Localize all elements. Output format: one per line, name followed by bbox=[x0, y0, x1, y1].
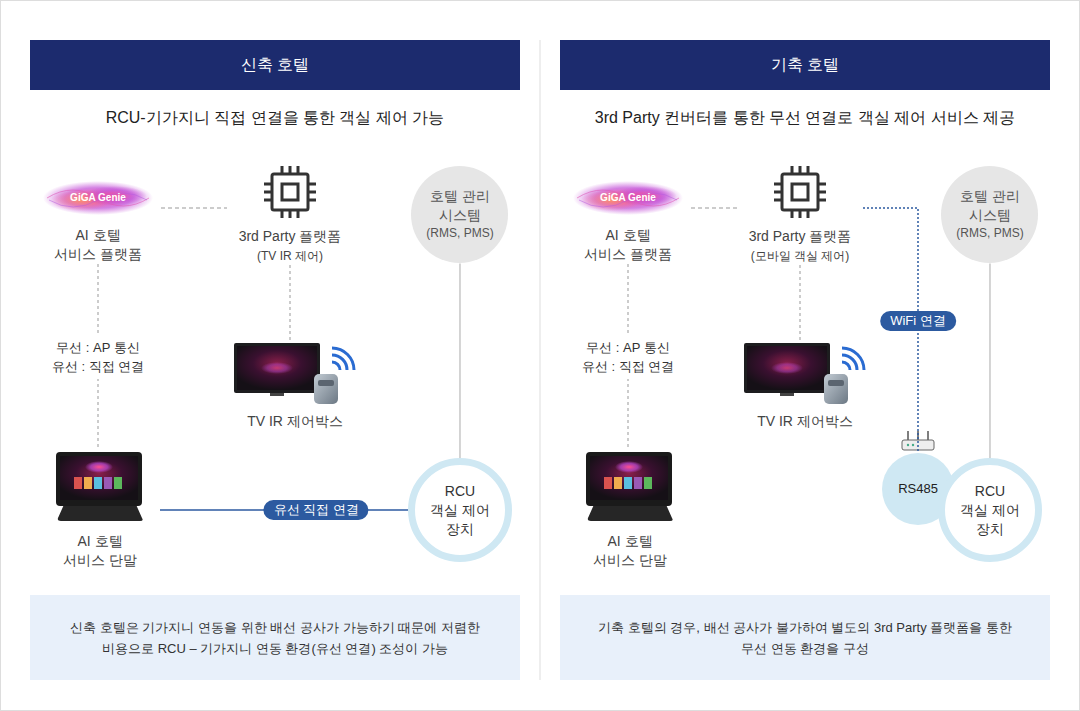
circle-shape bbox=[411, 166, 508, 263]
node-title: AI 호텔 서비스 플랫폼 bbox=[583, 226, 673, 264]
rcu-circle: RCU 객실 제어 장치 bbox=[938, 458, 1042, 562]
node-title: 호텔 관리 시스템 bbox=[955, 187, 1025, 225]
node-title: 호텔 관리 시스템 bbox=[425, 187, 495, 225]
system-circle: 호텔 관리 시스템(RMS, PMS) bbox=[411, 166, 508, 263]
circle-shape bbox=[941, 166, 1038, 263]
node-subtitle: (RMS, PMS) bbox=[426, 225, 493, 242]
tablet-picture bbox=[586, 452, 673, 521]
node-title: RS485 bbox=[898, 480, 938, 498]
node-text: 신축 호텔은 기가지니 연동을 위한 배선 공사가 가능하기 때문에 저렴한 비… bbox=[64, 617, 486, 659]
circle-shape bbox=[942, 462, 1039, 559]
node-title: RCU 객실 제어 장치 bbox=[429, 482, 490, 539]
device-node: AI 호텔 서비스 단말 bbox=[40, 450, 160, 570]
node-title: TV IR 제어박스 bbox=[722, 412, 888, 431]
system-circle: 호텔 관리 시스템(RMS, PMS) bbox=[941, 166, 1038, 263]
panel-subtitle: RCU-기가지니 직접 연결을 통한 객실 제어 가능 bbox=[30, 107, 520, 129]
tablet-picture bbox=[56, 452, 143, 521]
node-text: 신축 호텔 bbox=[241, 55, 309, 76]
platform-node: GiGA Genie AI 호텔 서비스 플랫폼 bbox=[35, 178, 161, 264]
node-title: 3rd Party 플랫폼 bbox=[737, 227, 863, 246]
connector bbox=[161, 208, 227, 209]
connector bbox=[989, 264, 990, 459]
platform-node: 3rd Party 플랫폼 (모바일 객실 제어) bbox=[737, 165, 863, 265]
platform-node: 3rd Party 플랫폼 (TV IR 제어) bbox=[227, 165, 353, 265]
node-text: 기축 호텔의 경우, 배선 공사가 불가하여 별도의 3rd Party 플랫폼… bbox=[594, 617, 1016, 659]
logo-text: GiGA Genie bbox=[35, 178, 161, 218]
connector bbox=[459, 264, 460, 459]
node-subtitle: (TV IR 제어) bbox=[227, 248, 353, 265]
rcu-circle: RCU 객실 제어 장치 bbox=[408, 458, 512, 562]
header-band: 기축 호텔 bbox=[560, 40, 1050, 90]
node-title: AI 호텔 서비스 플랫폼 bbox=[53, 226, 143, 264]
node-text: 기축 호텔 bbox=[771, 55, 839, 76]
node-title: 3rd Party 플랫폼 bbox=[227, 227, 353, 246]
platform-node: GiGA Genie AI 호텔 서비스 플랫폼 bbox=[565, 178, 691, 264]
tv-ir-box-picture bbox=[234, 343, 354, 404]
header-band: 신축 호텔 bbox=[30, 40, 520, 90]
caption-box: 기축 호텔의 경우, 배선 공사가 불가하여 별도의 3rd Party 플랫폼… bbox=[560, 595, 1050, 680]
chip-icon bbox=[774, 166, 826, 218]
node-title: AI 호텔 서비스 단말 bbox=[591, 532, 669, 570]
connector-label: 무선 : AP 통신 유선 : 직접 연결 bbox=[580, 335, 676, 379]
node-title: RCU 객실 제어 장치 bbox=[959, 482, 1020, 539]
device-node: TV IR 제어박스 bbox=[212, 340, 378, 431]
connector bbox=[290, 265, 291, 340]
connector-pill-label: 유선 직접 연결 bbox=[264, 500, 369, 520]
tv-ir-box-picture bbox=[744, 343, 864, 404]
device-node: AI 호텔 서비스 단말 bbox=[570, 450, 690, 570]
connector bbox=[800, 265, 801, 340]
device-node: TV IR 제어박스 bbox=[722, 340, 888, 431]
circle-shape bbox=[412, 462, 509, 559]
connector-label: 무선 : AP 통신 유선 : 직접 연결 bbox=[50, 335, 146, 379]
connector bbox=[691, 208, 737, 209]
panel-subtitle: 3rd Party 컨버터를 통한 무선 연결로 객실 제어 서비스 제공 bbox=[560, 107, 1050, 129]
connector-pill-label: WiFi 연결 bbox=[880, 311, 956, 331]
logo-text: GiGA Genie bbox=[565, 178, 691, 218]
panel-divider bbox=[540, 40, 541, 680]
node-subtitle: (모바일 객실 제어) bbox=[737, 248, 863, 265]
node-title: AI 호텔 서비스 단말 bbox=[61, 532, 139, 570]
chip-icon bbox=[264, 166, 316, 218]
node-title: TV IR 제어박스 bbox=[212, 412, 378, 431]
caption-box: 신축 호텔은 기가지니 연동을 위한 배선 공사가 가능하기 때문에 저렴한 비… bbox=[30, 595, 520, 680]
node-subtitle: (RMS, PMS) bbox=[956, 225, 1023, 242]
